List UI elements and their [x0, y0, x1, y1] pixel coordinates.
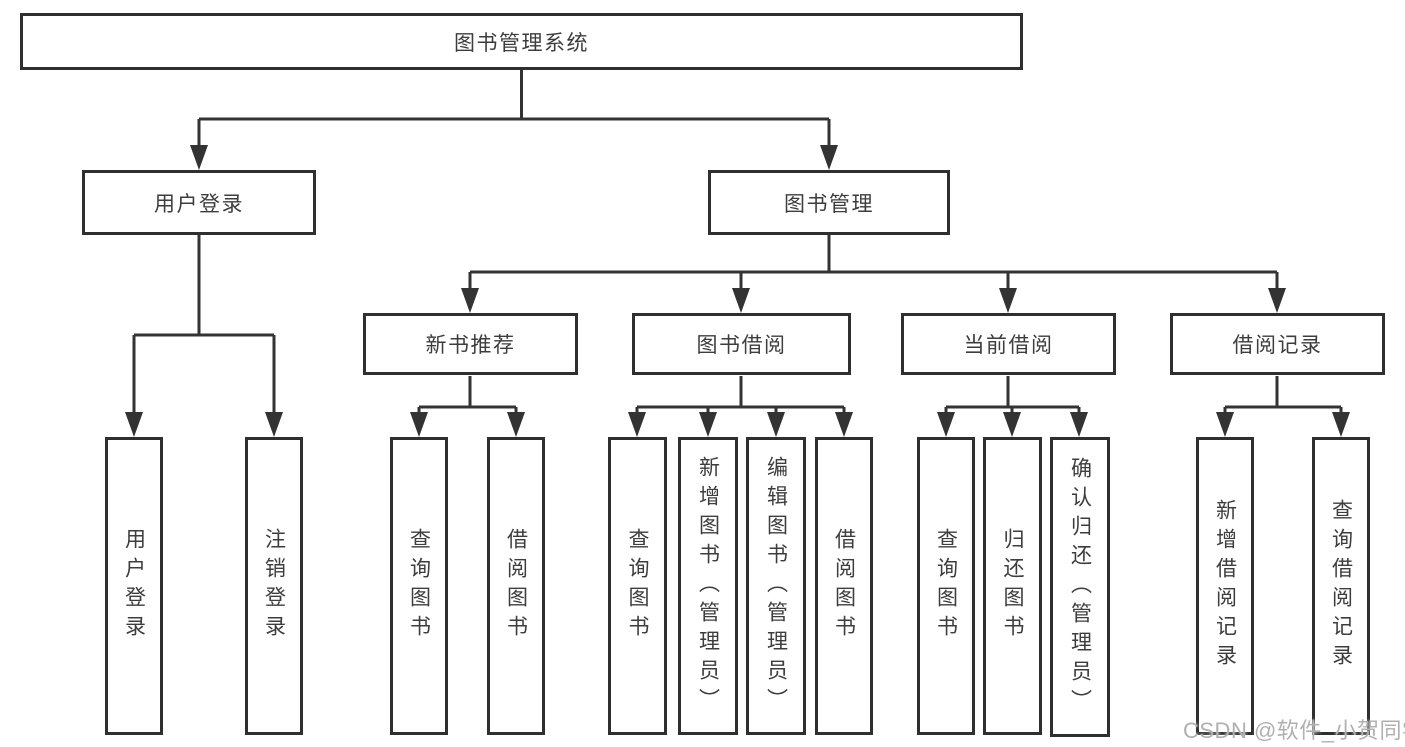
leaf-borrow-books-label: 借阅图书: [832, 528, 856, 644]
node-current-borrowing: 当前借阅: [901, 313, 1116, 375]
node-user-login-label: 用户登录: [154, 192, 244, 216]
node-new-book-recommend: 新书推荐: [363, 313, 578, 375]
arrow-down-icon: [1070, 412, 1088, 437]
connector-book-management-children: [461, 235, 1286, 313]
leaf-borrow-books: 借阅图书: [815, 437, 873, 735]
arrow-down-icon: [628, 412, 646, 437]
node-current-borrowing-label: 当前借阅: [963, 334, 1054, 357]
leaf-confirm-return-admin-label: 确认归还（管理员）: [1068, 456, 1092, 718]
leaf-user-login: 用户登录: [105, 437, 163, 735]
arrow-down-icon: [410, 412, 428, 437]
node-book-borrowing-label: 图书借阅: [696, 334, 787, 357]
node-book-management: 图书管理: [708, 170, 950, 235]
node-book-borrowing: 图书借阅: [632, 313, 851, 375]
node-borrowing-records-label: 借阅记录: [1232, 334, 1323, 357]
leaf-logout: 注销登录: [245, 437, 303, 735]
leaf-logout-label: 注销登录: [262, 528, 286, 644]
leaf-edit-books-admin: 编辑图书（管理员）: [746, 437, 806, 735]
leaf-return-books: 归还图书: [983, 437, 1042, 735]
arrow-down-icon: [767, 412, 785, 437]
leaf-borrow-books-recommend-label: 借阅图书: [504, 528, 528, 644]
leaf-user-login-label: 用户登录: [122, 528, 146, 644]
leaf-borrow-books-recommend: 借阅图书: [487, 437, 545, 735]
connector-borrow-children: [628, 376, 853, 437]
arrow-down-icon: [820, 145, 838, 170]
connector-records-children: [1216, 376, 1350, 437]
arrow-down-icon: [699, 412, 717, 437]
leaf-query-books-current-label: 查询图书: [934, 528, 958, 644]
leaf-query-borrow-record-label: 查询借阅记录: [1329, 499, 1353, 673]
leaf-query-books-borrow-label: 查询图书: [626, 528, 649, 644]
arrow-down-icon: [190, 145, 208, 170]
leaf-confirm-return-admin: 确认归还（管理员）: [1050, 437, 1110, 737]
arrow-down-icon: [461, 288, 479, 313]
arrow-down-icon: [1268, 288, 1286, 313]
leaf-add-books-admin: 新增图书（管理员）: [678, 437, 738, 735]
arrow-down-icon: [507, 412, 525, 437]
leaf-add-borrow-record: 新增借阅记录: [1196, 437, 1254, 735]
leaf-query-books-recommend-label: 查询图书: [407, 528, 431, 644]
csdn-watermark: CSDN @软件_小贺同学: [1183, 718, 1405, 743]
node-new-book-recommend-label: 新书推荐: [425, 334, 516, 357]
node-library-management-system: 图书管理系统: [20, 13, 1023, 70]
arrow-down-icon: [1332, 412, 1350, 437]
connector-root-to-level2: [190, 70, 838, 170]
arrow-down-icon: [937, 412, 955, 437]
leaf-edit-books-admin-label: 编辑图书（管理员）: [764, 455, 788, 717]
node-library-management-system-label: 图书管理系统: [454, 31, 589, 55]
connector-current-children: [937, 376, 1088, 437]
arrow-down-icon: [732, 288, 750, 313]
leaf-add-books-admin-label: 新增图书（管理员）: [696, 455, 720, 717]
arrow-down-icon: [125, 412, 143, 437]
leaf-query-borrow-record: 查询借阅记录: [1312, 437, 1370, 735]
leaf-return-books-label: 归还图书: [1001, 528, 1024, 644]
leaf-add-borrow-record-label: 新增借阅记录: [1213, 499, 1237, 673]
leaf-query-books-recommend: 查询图书: [390, 437, 448, 735]
arrow-down-icon: [265, 412, 283, 437]
node-book-management-label: 图书管理: [784, 192, 874, 216]
leaf-query-books-borrow: 查询图书: [608, 437, 667, 735]
arrow-down-icon: [1003, 412, 1021, 437]
connector-user-login-children: [125, 235, 283, 437]
leaf-query-books-current: 查询图书: [917, 437, 975, 735]
arrow-down-icon: [999, 288, 1017, 313]
arrow-down-icon: [1216, 412, 1234, 437]
node-user-login: 用户登录: [82, 170, 316, 235]
arrow-down-icon: [835, 412, 853, 437]
connector-recommend-children: [410, 376, 525, 437]
node-borrowing-records: 借阅记录: [1170, 313, 1385, 375]
